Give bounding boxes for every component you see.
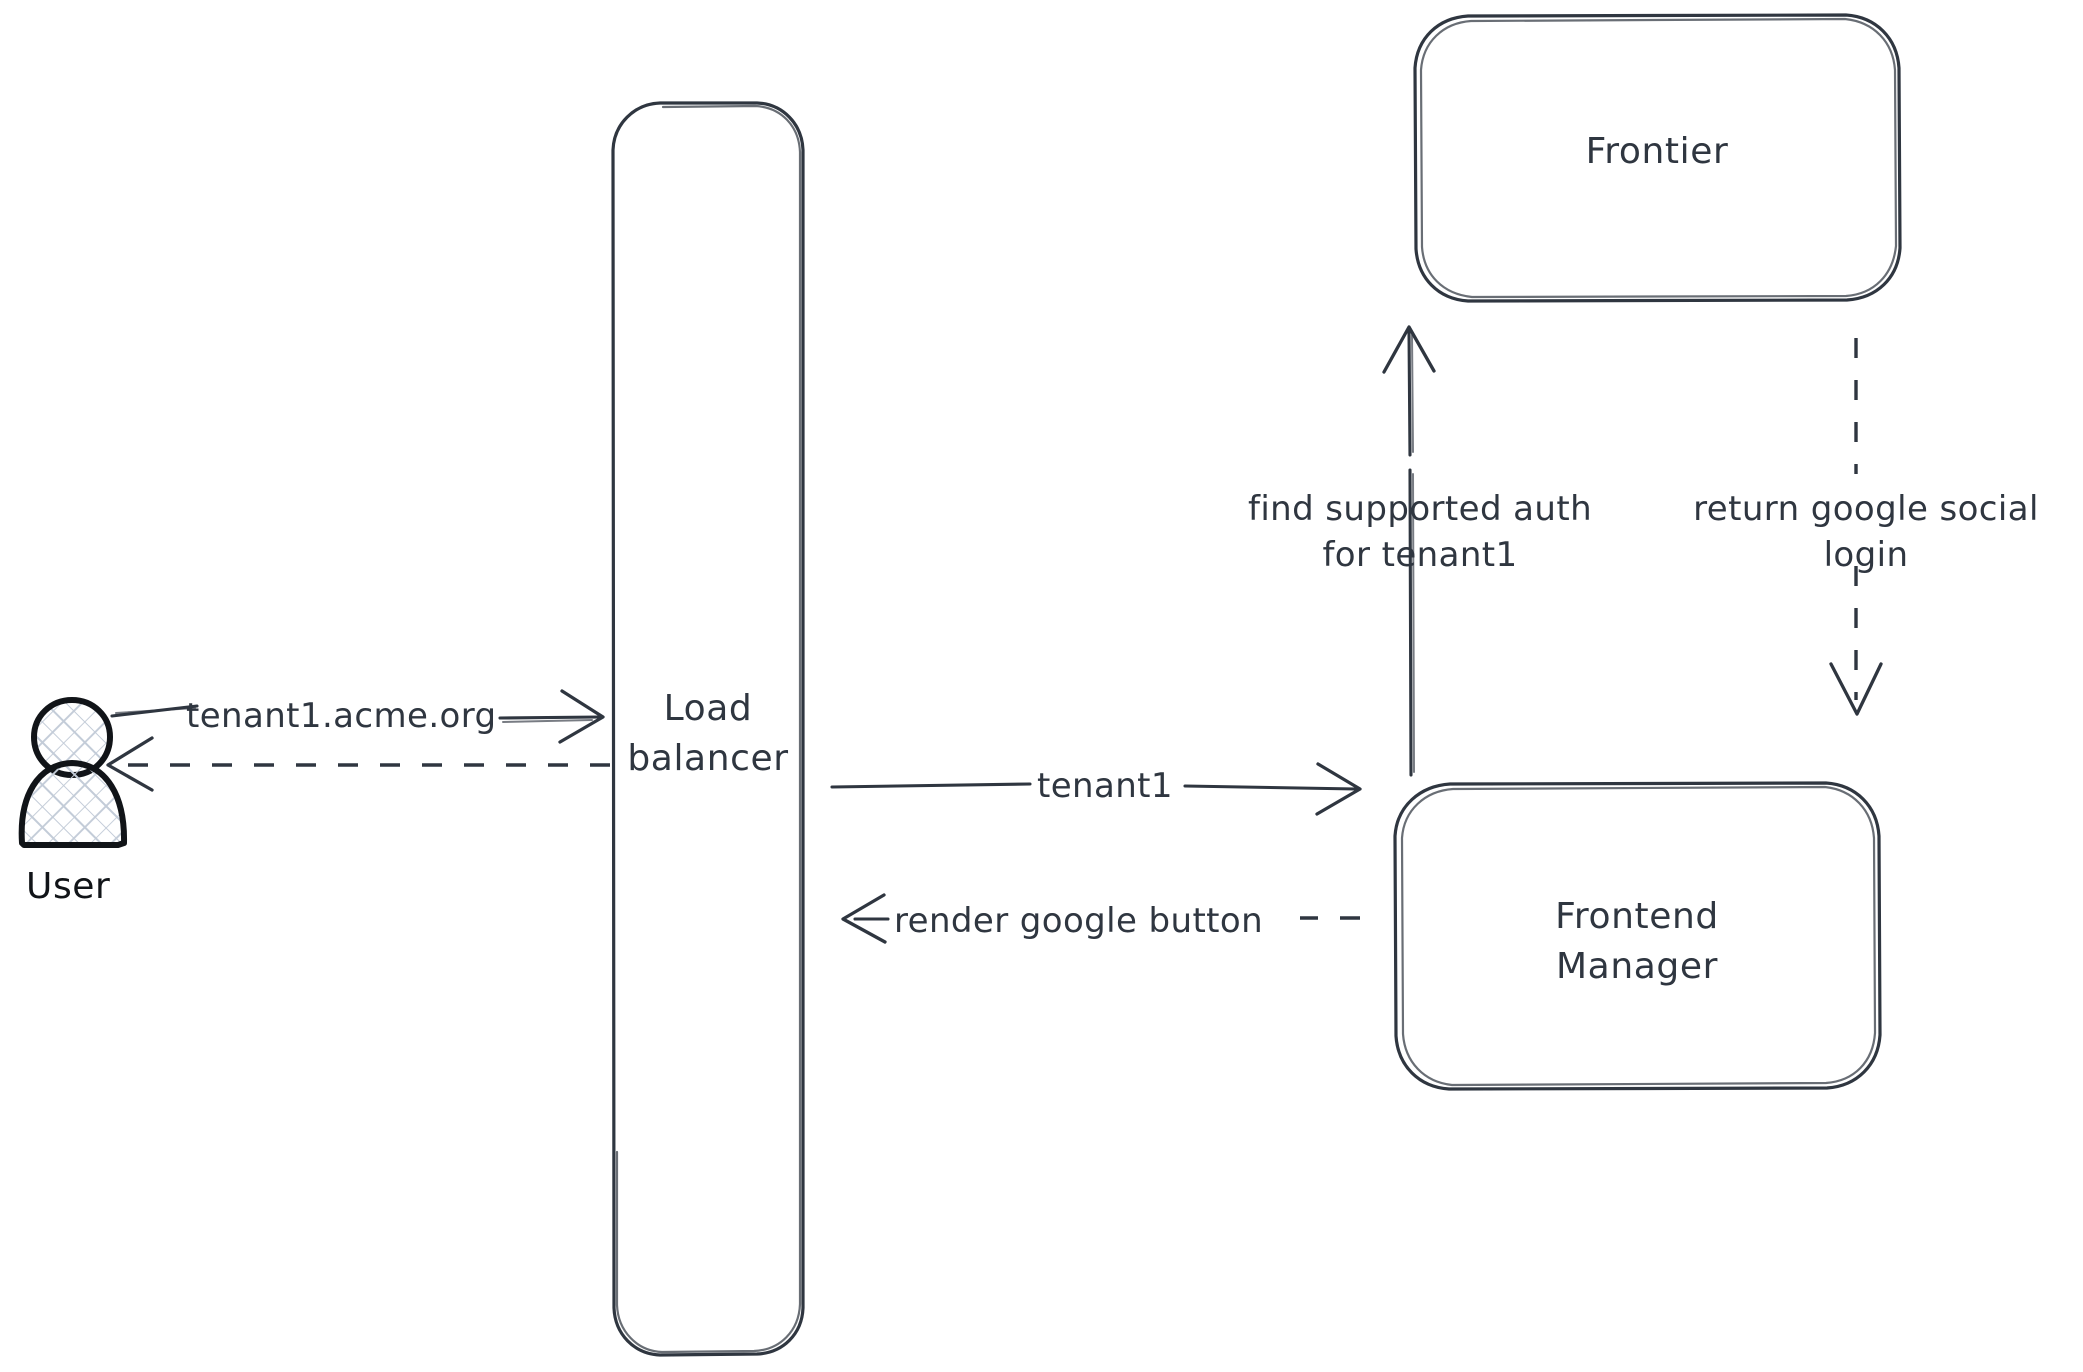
frontend-manager-outline-sketch xyxy=(1400,785,1877,1087)
edge-label-find-supported-auth-line1: find supported auth xyxy=(1248,489,1592,529)
avatar-body-fill xyxy=(21,764,125,842)
load-balancer-label-line2: balancer xyxy=(627,738,788,779)
node-load-balancer[interactable]: Load balancer xyxy=(611,101,805,1357)
edge-frontend-manager-to-frontier[interactable]: find supported auth for tenant1 xyxy=(1248,325,1592,777)
node-frontend-manager[interactable]: Frontend Manager xyxy=(1393,781,1882,1091)
edge-label-tenant1: tenant1 xyxy=(1037,766,1173,806)
load-balancer-outline-sketch xyxy=(615,104,802,1354)
edge-load-balancer-to-user[interactable] xyxy=(106,736,610,792)
edge-frontend-manager-to-load-balancer[interactable]: render google button xyxy=(841,893,1360,944)
edge-user-to-load-balancer[interactable]: tenant1.acme.org xyxy=(110,689,605,744)
arrow-head-left xyxy=(106,736,154,792)
frontend-manager-label-line1: Frontend xyxy=(1555,896,1719,937)
edge-label-find-supported-auth-line2: for tenant1 xyxy=(1322,535,1517,575)
edge-label-render-google-button: render google button xyxy=(894,901,1263,941)
frontend-manager-outline xyxy=(1393,781,1882,1091)
node-frontier[interactable]: Frontier xyxy=(1413,13,1902,303)
frontier-label: Frontier xyxy=(1586,131,1729,172)
actor-user[interactable]: User xyxy=(18,697,128,907)
frontier-outline-sketch xyxy=(1419,17,1898,299)
edge-frontier-to-frontend-manager[interactable]: return google social login xyxy=(1693,338,2039,716)
edge-label-tenant1-acme-org: tenant1.acme.org xyxy=(186,696,497,736)
edge-label-return-google-social-line2: login xyxy=(1824,535,1909,575)
frontend-manager-label-line2: Manager xyxy=(1556,946,1718,987)
load-balancer-label-line1: Load xyxy=(664,688,753,729)
arrow-head-right xyxy=(1315,762,1362,816)
avatar-body-outline xyxy=(18,760,128,848)
actor-user-label: User xyxy=(26,866,110,907)
frontier-outline xyxy=(1413,13,1902,303)
arrow-head-down xyxy=(1829,662,1883,716)
arrow-head-left xyxy=(841,893,887,944)
arrow-head-up xyxy=(1382,325,1436,374)
edge-load-balancer-to-frontend-manager[interactable]: tenant1 xyxy=(830,762,1362,816)
load-balancer-outline xyxy=(611,101,805,1357)
edge-label-return-google-social-line1: return google social xyxy=(1693,489,2039,529)
arrow-head-right xyxy=(558,689,605,744)
avatar-head-fill xyxy=(35,700,109,774)
